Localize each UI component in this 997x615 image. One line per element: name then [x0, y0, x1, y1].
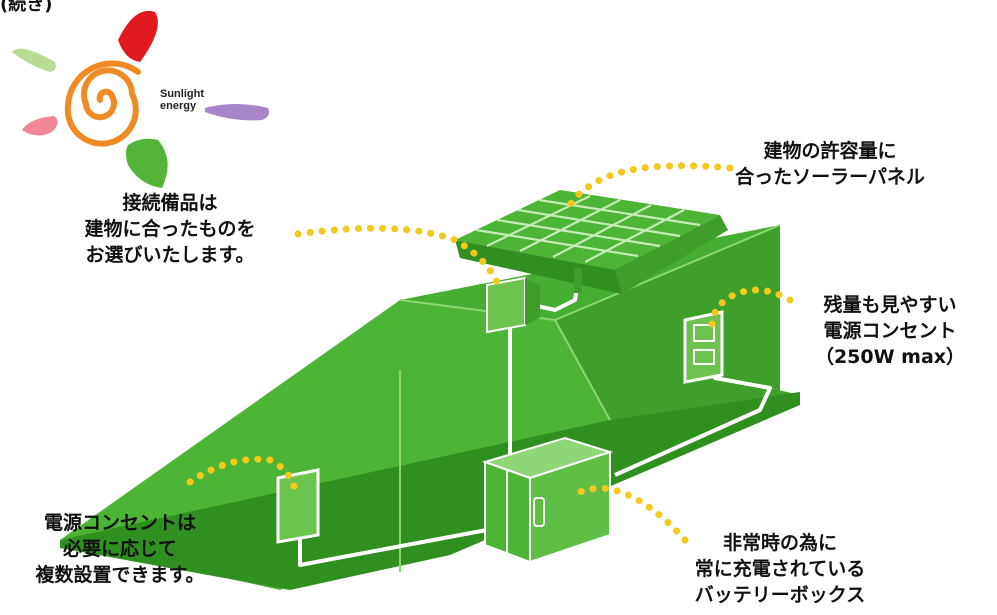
- logo-line1: Sunlight: [160, 88, 204, 100]
- callout-meter-line1: 残量も見やすい: [823, 294, 957, 316]
- callout-line-outlets: [186, 455, 299, 494]
- logo-ray-red: [118, 10, 158, 62]
- callout-meter-line3: （250W max）: [814, 346, 966, 368]
- callout-solar-panel: 建物の許容量に 合ったソーラーパネル: [680, 138, 980, 190]
- callout-outlets-line3: 複数設置できます。: [35, 564, 205, 586]
- logo-ray-green: [126, 138, 168, 188]
- wall-outlet: [276, 468, 320, 544]
- callout-meter-line2: 電源コンセント: [823, 320, 957, 342]
- callout-outlets-line1: 電源コンセントは: [43, 512, 196, 534]
- battery-box: [481, 436, 614, 564]
- callout-panel-fittings-line3: お選びいたします。: [85, 244, 255, 266]
- callout-battery-box: 非常時の為に 常に充電されている バッテリーボックス: [625, 530, 935, 608]
- callout-solar-panel-line2: 合ったソーラーパネル: [735, 166, 925, 188]
- logo-spiral: [64, 60, 141, 147]
- callout-power-outlet-meter: 残量も見やすい 電源コンセント （250W max）: [790, 292, 990, 370]
- callout-panel-fittings-line2: 建物に合ったものを: [84, 218, 256, 240]
- callout-battery-line2: 常に充電されている: [694, 558, 866, 580]
- callout-outlets: 電源コンセントは 必要に応じて 複数設置できます。: [0, 510, 240, 588]
- callout-panel-fittings: 接続備品は 建物に合ったものを お選びいたします。: [40, 190, 300, 268]
- floor-front: [60, 392, 800, 590]
- logo-ray-purple: [205, 104, 270, 121]
- logo-line2: energy: [160, 100, 197, 112]
- connection-box: [486, 276, 540, 334]
- callout-battery-line3: バッテリーボックス: [694, 584, 866, 606]
- callout-line-solar-panel: [566, 162, 734, 209]
- logo-ray-lightgreen: [12, 48, 56, 72]
- callout-line-battery: [571, 484, 689, 544]
- logo-ray-pink: [22, 116, 58, 136]
- callout-panel-fittings-line1: 接続備品は: [122, 192, 218, 214]
- callout-battery-line1: 非常時の為に: [722, 532, 837, 554]
- callout-solar-panel-line1: 建物の許容量に: [763, 140, 897, 162]
- outlet-meter: [683, 310, 724, 384]
- callout-line-panel-fittings: [294, 224, 504, 294]
- header-fragment: (続き): [0, 0, 53, 15]
- callout-outlets-line2: 必要に応じて: [62, 538, 177, 560]
- logo-text: Sunlight energy: [160, 88, 204, 112]
- right-wall: [555, 225, 780, 420]
- sunlight-logo: [12, 10, 270, 188]
- callout-lines: [186, 162, 794, 544]
